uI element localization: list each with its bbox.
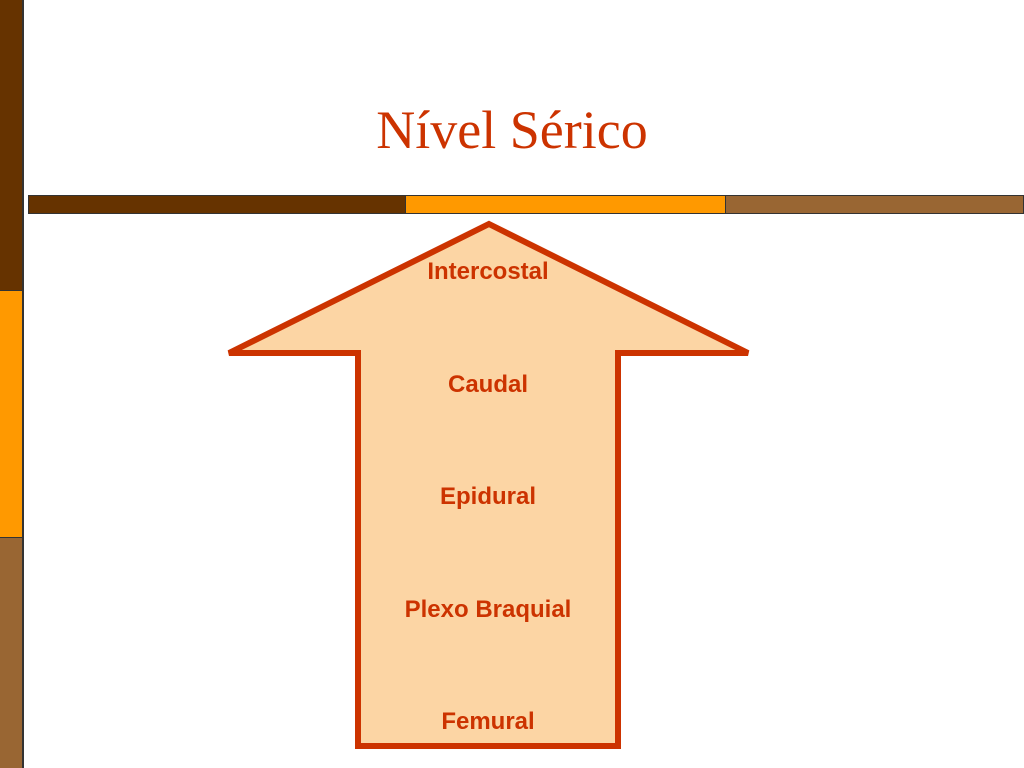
level-label-plexo-braquial: Plexo Braquial [404, 596, 572, 623]
slide-title: Nível Sérico [376, 100, 648, 160]
level-label-femural: Femural [441, 708, 535, 735]
level-label-intercostal: Intercostal [427, 258, 549, 285]
level-label-epidural: Epidural [439, 483, 536, 510]
left-bar-segment-light [0, 537, 24, 768]
level-label-caudal: Caudal [447, 371, 528, 398]
left-bar-segment-dark [0, 0, 24, 290]
up-arrow-shape [227, 220, 750, 749]
left-bar-segment-orange [0, 290, 24, 537]
